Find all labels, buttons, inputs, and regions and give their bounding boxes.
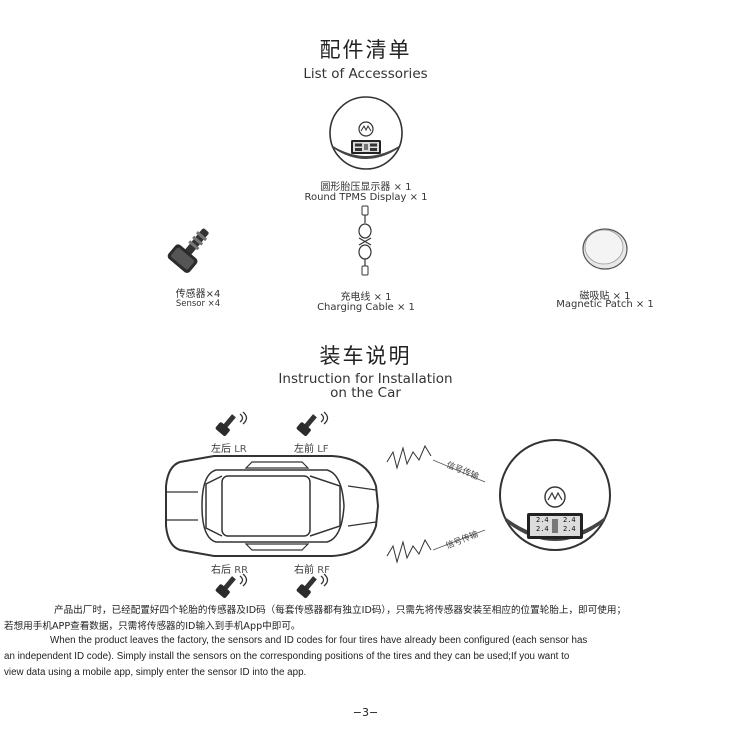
- caption-patch-cn: 磁吸贴 × 1: [579, 291, 631, 302]
- position-label-rf: 右前 RF: [294, 565, 330, 576]
- sensor-rr-icon: [215, 573, 248, 598]
- accessories-title-cn: 配件清单: [319, 38, 412, 62]
- round-tpms-display-image: [329, 96, 403, 170]
- display-reading-rl: 2.4: [536, 525, 549, 533]
- description-cn-line2: 若想用手机APP查看数据，只需将传感器的ID输入到手机App中即可。: [4, 621, 301, 632]
- description-en-line3: view data using a mobile app, simply ent…: [4, 667, 307, 678]
- sensor-lr-icon: [215, 411, 248, 436]
- description-en-line1: When the product leaves the factory, the…: [50, 635, 588, 646]
- magnetic-patch-image: [582, 228, 628, 270]
- accessories-title-en: List of Accessories: [303, 66, 428, 82]
- description-cn-line1: 产品出厂时，已经配置好四个轮胎的传感器及ID码（每套传感器都有独立ID码），只需…: [54, 605, 627, 616]
- caption-display-en: Round TPMS Display × 1: [304, 192, 428, 203]
- caption-display-cn: 圆形胎压显示器 × 1: [320, 182, 412, 193]
- position-label-lf: 左前 LF: [294, 444, 329, 455]
- position-label-rr: 右后 RR: [211, 565, 249, 576]
- sensor-rf-icon: [296, 573, 329, 598]
- charging-cable-image: [358, 205, 372, 276]
- display-reading-rr: 2.4: [563, 525, 576, 533]
- page-number: −3−: [352, 706, 379, 719]
- signal-wave-bottom-icon: [386, 529, 486, 564]
- display-reading-fr: 2.4: [563, 516, 576, 524]
- caption-patch-en: Magnetic Patch × 1: [556, 299, 654, 310]
- installation-title-en-line1: Instruction for Installation: [278, 371, 453, 387]
- round-tpms-display-large-image: [499, 439, 611, 551]
- caption-cable-cn: 充电线 × 1: [340, 292, 392, 303]
- position-label-lr: 左后 LR: [211, 444, 247, 455]
- caption-cable-en: Charging Cable × 1: [317, 302, 415, 313]
- installation-title-en-line2: on the Car: [330, 385, 401, 401]
- caption-sensor-cn: 传感器×4: [175, 289, 221, 300]
- description-en-line2: an independent ID code). Simply install …: [4, 651, 570, 662]
- sensor-lf-icon: [296, 411, 329, 436]
- installation-title-cn: 装车说明: [319, 344, 412, 368]
- sensor-image: [167, 228, 209, 273]
- signal-wave-top-icon: [386, 444, 486, 483]
- car-top-view-image: [165, 455, 380, 557]
- caption-sensor-en: Sensor ×4: [175, 299, 221, 309]
- display-reading-fl: 2.4: [536, 516, 549, 524]
